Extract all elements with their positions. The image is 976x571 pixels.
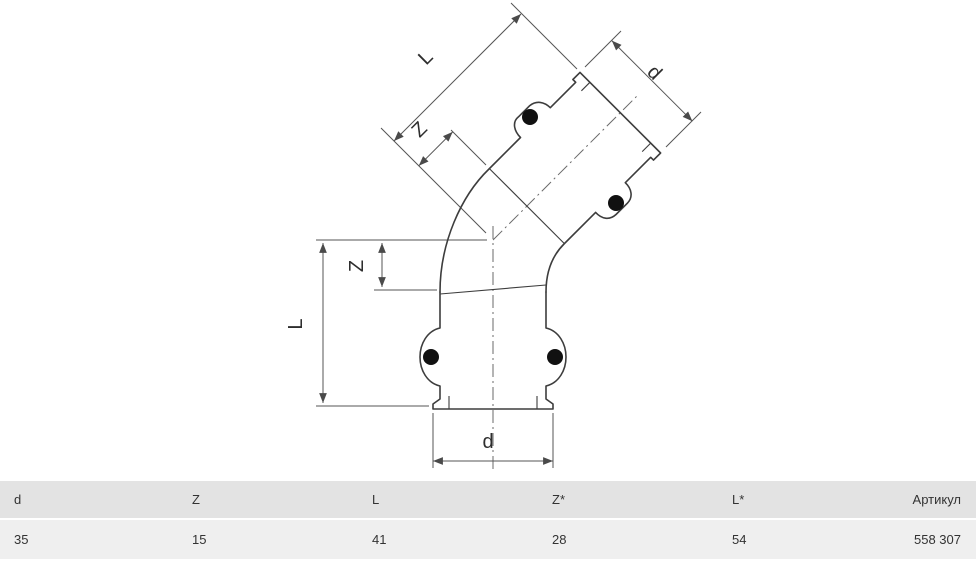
dimension-table: d Z L Z* L* Артикул 35 15 41 28 54 558 3… [0,481,976,559]
label-run-L: L [285,318,307,329]
diagonal-center-line [492,95,638,241]
oring-dot [608,195,624,211]
diagonal-L-dimension-line [393,13,522,142]
fitting-outline [419,71,662,410]
upper-bore-edge-lines [581,81,652,152]
label-run-d: d [482,431,493,453]
cell-z: 15 [192,532,207,547]
label-run-Z: Z [346,260,368,272]
col-header-z-star: Z* [552,492,565,507]
dimension-lines [316,2,702,468]
lower-joint-line [439,284,547,295]
technical-drawing: L Z d Z L d [285,2,702,472]
cell-d: 35 [14,532,29,547]
left-extension-lines [316,239,487,407]
dimension-labels: L Z d Z L d [285,46,666,453]
cell-l-star: 54 [732,532,747,547]
top-d-dimension-line [611,40,693,122]
col-header-d: d [14,492,22,507]
diagonal-Z-dimension-line [418,131,454,167]
cell-z-star: 28 [552,532,567,547]
oring-seals [423,109,624,365]
label-branch-Z: Z [408,118,432,142]
label-branch-d: d [643,61,666,84]
lower-bore-edge-lines [448,396,538,409]
table-row: 35 15 41 28 54 558 307 [0,518,976,559]
table-header-row: d Z L Z* L* Артикул [0,481,976,518]
elbow-and-branch-outline [439,71,662,293]
label-branch-L: L [414,46,437,69]
cell-article: 558 307 [914,532,961,547]
col-header-l-star: L* [732,492,745,507]
oring-dot [547,349,563,365]
diagonal-extension-lines [380,2,578,234]
center-lines [492,95,638,472]
col-header-l: L [372,492,380,507]
fitting-diagram-svg: L Z d Z L d [285,2,702,472]
top-d-extension-lines [584,30,702,148]
oring-dot [423,349,439,365]
branch-joint-line [489,168,565,244]
col-header-z: Z [192,492,200,507]
oring-dot [522,109,538,125]
cell-l: 41 [372,532,387,547]
lower-press-socket-outline [419,291,567,410]
col-header-article: Артикул [912,492,961,507]
